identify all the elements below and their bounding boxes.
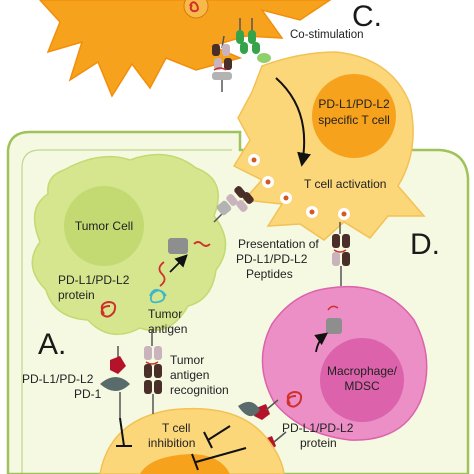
tcr-icon <box>332 222 350 286</box>
presentation-line3: Peptides <box>246 267 293 281</box>
processing-arrow-icon <box>314 332 329 353</box>
proteasome-icon <box>326 318 342 334</box>
panel-label-d: D. <box>410 228 440 261</box>
tumor-antigen-line2: antigen <box>148 322 187 336</box>
processing-arrow-icon <box>169 254 188 273</box>
proteasome-icon <box>168 238 188 254</box>
antigen-recognition-line1: Tumor <box>170 353 204 367</box>
peptide-fragment-icon <box>158 261 166 287</box>
pd-protein-d-line2: protein <box>300 436 337 450</box>
macrophage-cell: Macrophage/ MDSC <box>261 285 428 441</box>
pd-protein-a-line2: protein <box>58 288 95 302</box>
pd1-receptor-icon <box>100 346 130 418</box>
tumor-nucleus <box>64 186 144 266</box>
macrophage-label-line1: Macrophage/ <box>327 364 398 378</box>
specific-t-cell: PD-L1/PD-L2 specific T cell <box>232 51 426 241</box>
tissue-inner-edge <box>21 149 232 474</box>
t-cell-label-line2: specific T cell <box>318 113 390 127</box>
tumor-antigen-line1: Tumor <box>148 307 182 321</box>
t-cell-nucleus <box>312 74 396 158</box>
mhc-molecule-icon <box>213 186 254 223</box>
protein-coil-icon <box>189 1 199 13</box>
pd-protein-a-line1: PD-L1/PD-L2 <box>58 273 130 287</box>
antigen-recognition-line3: recognition <box>170 383 229 397</box>
antigen-recognition-line2: antigen <box>170 368 209 382</box>
co-stimulation-label: Co-stimulation <box>290 29 364 41</box>
inhibition-arrow-icon <box>116 417 247 471</box>
macrophage-nucleus <box>320 338 404 422</box>
presentation-line1: Presentation of <box>238 237 319 251</box>
pd-protein-d-line1: PD-L1/PD-L2 <box>282 421 354 435</box>
costimulation-icon <box>236 18 271 63</box>
t-cell-activation-label: T cell activation <box>304 177 386 191</box>
panel-label-a: A. <box>38 328 66 361</box>
activation-arrow-icon <box>275 77 311 167</box>
protein-coil-icon <box>100 300 117 318</box>
protein-coil-icon <box>286 390 303 408</box>
tumor-cell-label: Tumor Cell <box>75 219 133 233</box>
t-cell-inhibition-line2: inhibition <box>148 436 195 450</box>
presentation-line2: PD-L1/PD-L2 <box>236 252 308 266</box>
pd-ligand-label: PD-L1/PD-L2 <box>22 372 94 386</box>
mhc-molecule-icon <box>212 35 232 92</box>
t-cell-label-line1: PD-L1/PD-L2 <box>318 97 390 111</box>
macrophage-label-line2: MDSC <box>344 379 380 393</box>
pd1-label: PD-1 <box>74 387 102 401</box>
tcr-icon <box>144 330 162 414</box>
activation-vesicles <box>248 154 350 220</box>
t-cell-inhibition-line1: T cell <box>162 421 190 435</box>
antigen-coil-icon <box>149 288 167 304</box>
dendritic-cell <box>38 0 332 98</box>
tumor-cell: Tumor Cell PD-L1/PD-L2 protein Tumor ant… <box>31 153 227 336</box>
panel-label-c: C. <box>352 0 382 33</box>
